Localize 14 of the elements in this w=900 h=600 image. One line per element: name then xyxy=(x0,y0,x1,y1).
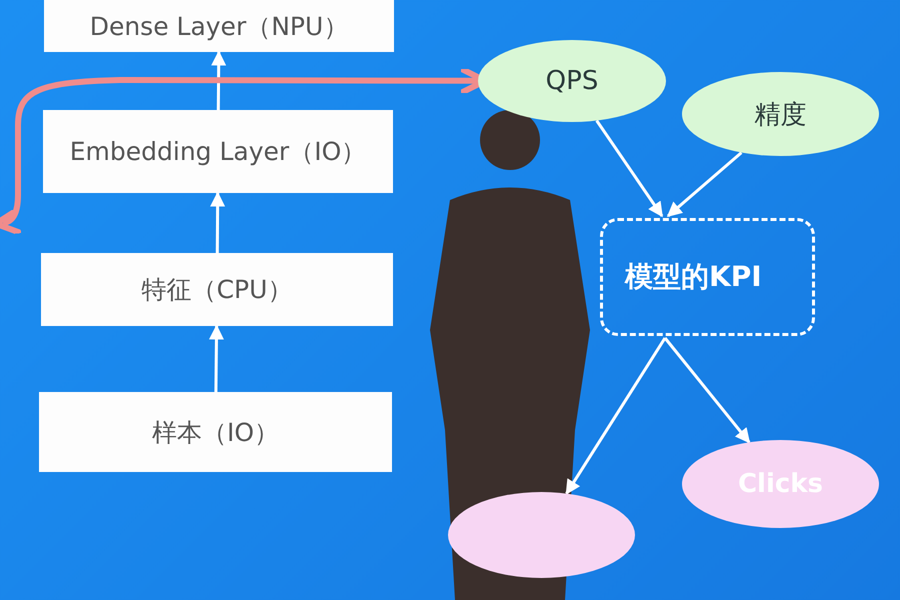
arrow xyxy=(664,337,750,444)
arrow xyxy=(208,324,224,392)
arrow xyxy=(595,120,664,218)
ellipse-node: QPS xyxy=(478,40,666,122)
dashed-box: 模型的KPI xyxy=(600,218,815,336)
ellipse-node: 精度 xyxy=(682,72,879,156)
process-box: Dense Layer（NPU） xyxy=(44,0,394,52)
arrow xyxy=(210,192,226,254)
process-box: Embedding Layer（IO） xyxy=(43,110,393,193)
arrow xyxy=(565,337,666,495)
arrow xyxy=(211,50,226,110)
arrow xyxy=(666,151,742,218)
process-box: 特征（CPU） xyxy=(41,253,393,326)
process-box: 样本（IO） xyxy=(39,392,392,472)
